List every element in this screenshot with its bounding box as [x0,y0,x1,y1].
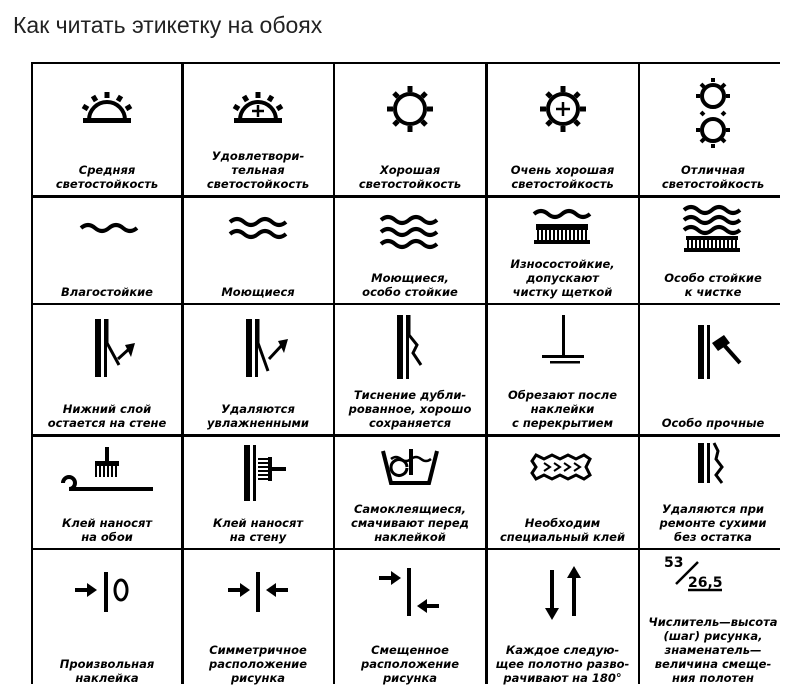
symbol-label: Произвольная наклейка [59,657,155,685]
symbol-cell: Удаляются увлажненными [183,305,333,434]
symbol-cell: Необходим специальный клей [487,436,638,548]
symbol-cell: Моющиеся [183,197,333,303]
half-sun-icon [81,92,133,123]
symbol-label: Самоклеящиеся, смачивают перед наклейкой [351,501,469,544]
fraction-denominator: 26,5 [688,575,723,591]
brush-wave-icon [532,208,591,244]
symbol-label: Особо прочные [661,416,765,430]
symbol-label: Числитель—высота (шаг) рисунка, знаменат… [648,615,778,685]
symbol-cell: Моющиеся, особо стойкие [335,197,485,303]
overlap-trim-icon [541,315,584,364]
symbol-cell: Произвольная наклейка [33,550,181,689]
special-glue-icon [529,452,592,481]
straight-match-icon [227,572,288,612]
hammer-icon [698,325,742,379]
embossed-icon [397,315,423,379]
symbol-cell: Удаляются при ремонте сухими без остатка [640,436,786,548]
symbol-cell: Особо прочные [640,305,786,434]
symbol-label: Нижний слой остается на стене [47,402,167,430]
symbol-cell: Очень хорошая светостойкость [487,64,638,195]
symbol-label: Клей наносят на обои [61,515,153,544]
symbol-cell: Каждое следую- щее полотно разво- рачива… [487,550,638,689]
half-sun-plus-icon [232,92,283,123]
symbol-label: Моющиеся, особо стойкие [362,270,458,299]
symbol-label: Тиснение дубли- рованное, хорошо сохраня… [348,388,472,430]
symbol-label: Удаляются увлажненными [207,402,309,430]
symbol-cell: Симметричное расположение рисунка [183,550,333,689]
free-match-icon [75,572,129,612]
symbol-label: Обрезают после наклейки с перекрытием [507,388,617,430]
reverse-hang-icon [544,566,581,620]
glue-on-wallpaper-icon [61,446,153,491]
symbol-label: Средняя светостойкость [55,163,159,191]
symbol-label: Отличная светостойкость [661,163,765,191]
symbol-cell: Обрезают после наклейки с перекрытием [487,305,638,434]
sun-icon [387,86,433,132]
symbol-cell: Хорошая светостойкость [335,64,485,195]
double-wave-icon [228,216,287,239]
symbol-label: Каждое следую- щее полотно разво- рачива… [495,643,630,685]
symbol-label: Моющиеся [221,284,295,299]
glue-on-wall-icon [243,444,286,501]
symbol-label: Удовлетвори- тельная светостойкость [206,149,310,191]
symbol-cell: Удовлетвори- тельная светостойкость [183,64,333,195]
symbol-label: Влагостойкие [61,284,153,299]
symbol-cell: Отличная светостойкость [640,64,786,195]
symbol-label: Хорошая светостойкость [358,163,462,191]
symbol-cell: 53 26,5 Числитель—высота (шаг) рисунка, … [640,550,786,689]
double-sun-icon [696,78,730,148]
offset-match-icon [379,568,439,616]
symbol-cell: Самоклеящиеся, смачивают перед наклейкой [335,436,485,548]
symbol-cell: Особо стойкие к чистке [640,197,786,303]
single-wave-icon [79,222,139,233]
symbol-grid: Средняя светостойкость Удовлетвори- тель… [31,62,786,689]
symbol-label: Износостойкие, допускают чистку щеткой [510,256,615,299]
symbol-cell: Клей наносят на стену [183,436,333,548]
symbol-label: Удаляются при ремонте сухими без остатка [659,501,767,544]
symbol-cell: Износостойкие, допускают чистку щеткой [487,197,638,303]
symbol-label: Смещенное расположение рисунка [360,643,460,685]
symbol-cell: Влагостойкие [33,197,181,303]
symbol-label: Очень хорошая светостойкость [510,163,615,191]
fraction-icon [675,561,722,592]
brush-triple-wave-icon [682,204,742,252]
self-adhesive-icon [381,448,439,485]
symbol-label: Клей наносят на стену [212,515,304,544]
symbol-label: Необходим специальный клей [499,515,626,544]
symbol-cell: Тиснение дубли- рованное, хорошо сохраня… [335,305,485,434]
peel-wet-icon [245,319,288,377]
symbol-label: Особо стойкие к чистке [664,270,762,299]
peel-lower-layer-icon [95,319,135,377]
fraction-numerator: 53 [664,555,684,571]
symbol-label: Симметричное расположение рисунка [208,643,308,685]
dry-strip-icon [698,441,724,484]
symbol-cell: Нижний слой остается на стене [33,305,181,434]
symbol-cell: Клей наносят на обои [33,436,181,548]
page-title: Как читать этикетку на обоях [13,12,323,38]
symbol-cell: Средняя светостойкость [33,64,181,195]
sun-plus-icon [539,86,586,132]
triple-wave-icon [379,214,439,249]
symbol-cell: Смещенное расположение рисунка [335,550,485,689]
